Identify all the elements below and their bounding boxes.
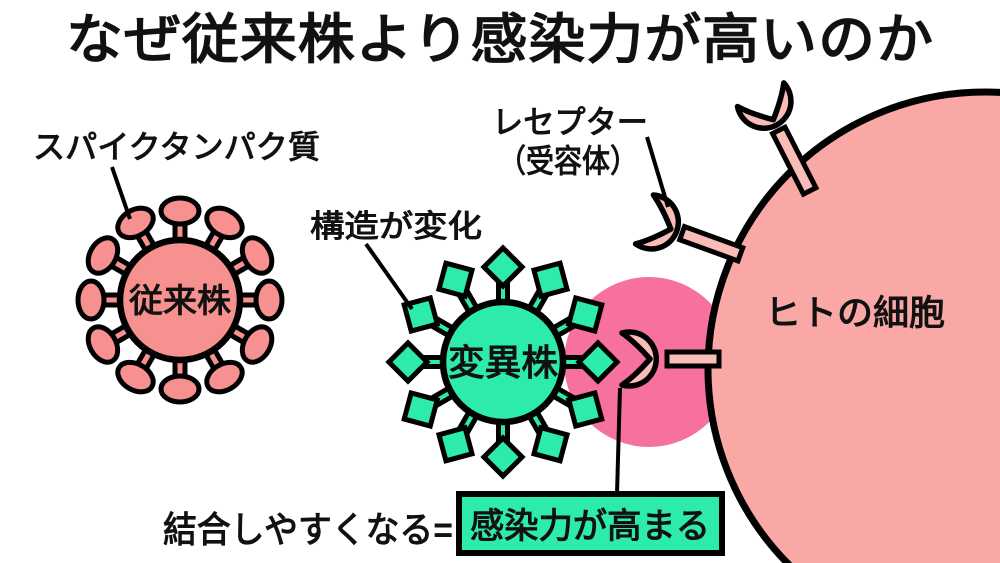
spike-protein-leader-line [110, 166, 132, 220]
variant-virus: 変異株 [389, 248, 617, 476]
receptor-binding [622, 332, 722, 386]
receptor-label-line1: レセプター [492, 104, 648, 140]
binding-result-leader-line [615, 387, 622, 495]
receptor-top [737, 82, 820, 198]
conventional-virus: 従来株 [78, 198, 282, 402]
conventional-virus-label: 従来株 [128, 282, 232, 319]
receptor-leader-line [645, 136, 670, 208]
spike-protein-label: スパイクタンパク質 [33, 129, 320, 165]
receptor-top-stem [769, 123, 820, 198]
structure-change-leader-line [364, 242, 414, 311]
receptor-middle-stem [676, 223, 746, 265]
page-title: なぜ従来株より感染力が高いのか [66, 10, 934, 70]
result-box [456, 491, 725, 556]
binding-easier-text: 結合しやすくなる= [163, 509, 453, 550]
conventional-virus-body [116, 236, 244, 364]
result-box-text: 感染力が高まる [470, 507, 710, 546]
variant-virus-body [439, 298, 567, 426]
receptor-middle [635, 194, 746, 265]
receptor-label-line2: （受容体） [498, 143, 638, 179]
receptor-binding-stem [664, 349, 722, 369]
human-cell-label: ヒトの細胞 [765, 294, 945, 333]
variant-virus-label: 変異株 [448, 342, 559, 383]
human-cell [704, 88, 1000, 563]
structure-change-label: 構造が変化 [310, 209, 482, 244]
receptors [635, 82, 820, 265]
